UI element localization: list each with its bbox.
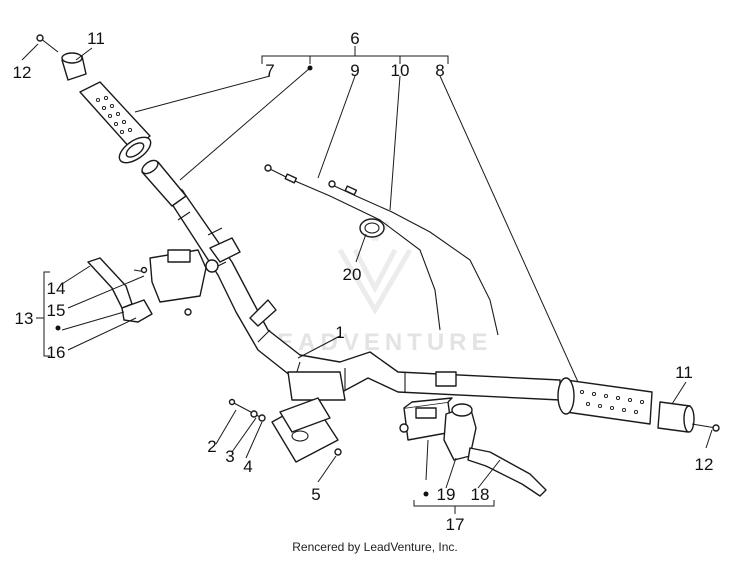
left-lever-assembly	[87, 249, 219, 323]
callout-17: 17	[446, 515, 465, 534]
callout-5: 5	[311, 485, 320, 504]
left-grip	[79, 81, 152, 164]
right-grip	[557, 377, 653, 425]
callout-15: 15	[47, 301, 66, 320]
callout-6: 6	[350, 29, 359, 48]
callout-16: 16	[47, 343, 66, 362]
callout-9: 9	[350, 61, 359, 80]
callout-1: 1	[335, 323, 344, 342]
watermark: LEADVENTURE	[257, 220, 488, 356]
left-bar-end-screw	[36, 34, 59, 53]
callout-8: 8	[435, 61, 444, 80]
handlebar-clamp-bracket	[271, 397, 342, 463]
handlebar	[165, 187, 561, 401]
callout-labels: 6 7 9 10 8 11 12 20 14 15 13 16 1 11 12 …	[13, 29, 714, 534]
cable-clamp	[359, 218, 385, 238]
bracket-13	[43, 271, 50, 357]
clamp-bolt	[228, 398, 266, 422]
callout-12-left: 12	[13, 63, 32, 82]
callout-11-right: 11	[675, 363, 693, 382]
group-brackets	[36, 46, 495, 514]
callout-12-right: 12	[695, 455, 714, 474]
leader-lines	[21, 43, 713, 489]
callout-18: 18	[471, 485, 490, 504]
callout-3: 3	[225, 447, 234, 466]
bracket-17	[413, 500, 495, 507]
watermark-logo	[337, 220, 413, 315]
callout-19: 19	[437, 485, 456, 504]
callout-7: 7	[265, 61, 274, 80]
callout-13: 13	[15, 309, 34, 328]
right-bar-end-screw	[691, 423, 720, 432]
footer-credit: Rencered by LeadVenture, Inc.	[292, 540, 458, 554]
left-bar-end-weight	[61, 52, 87, 81]
callout-10: 10	[391, 61, 410, 80]
right-bar-end-weight	[657, 401, 695, 433]
dot-markers	[55, 65, 429, 497]
throttle-cables	[264, 164, 499, 336]
right-master-cylinder-assembly	[399, 397, 547, 497]
callout-2: 2	[207, 437, 216, 456]
callout-14: 14	[47, 279, 66, 298]
callout-20: 20	[343, 265, 362, 284]
left-inner-tube	[141, 159, 187, 207]
callout-4: 4	[243, 457, 252, 476]
callout-11-left: 11	[87, 29, 105, 48]
